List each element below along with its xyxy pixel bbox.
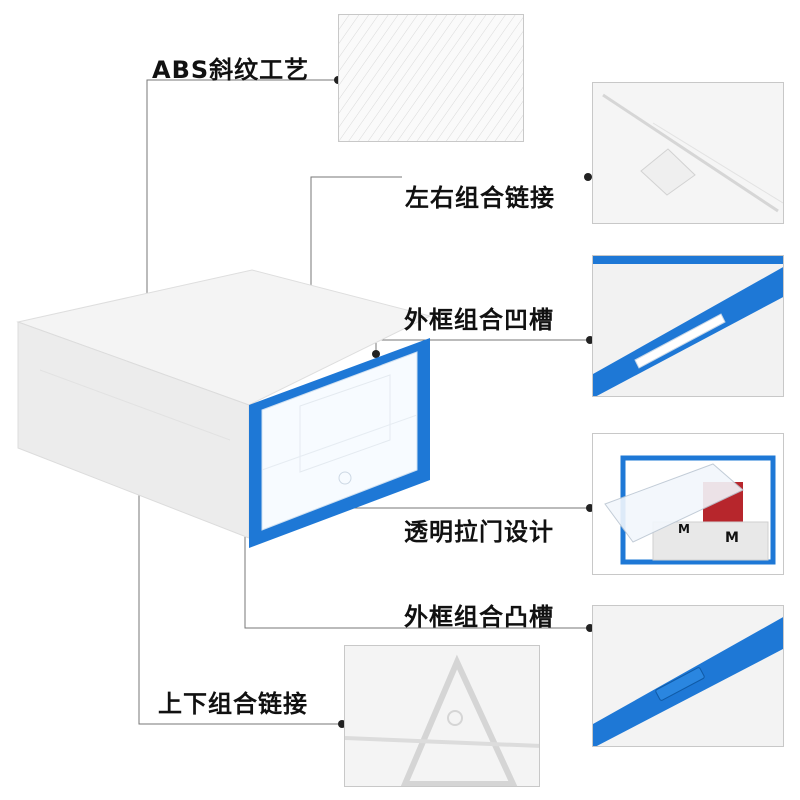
label-frame-tongue: 外框组合凸槽 bbox=[404, 603, 554, 631]
callout-dot bbox=[372, 350, 380, 358]
photo-frame-tongue bbox=[592, 605, 784, 747]
label-stack-link: 上下组合链接 bbox=[158, 690, 308, 718]
label-frame-groove: 外框组合凹槽 bbox=[404, 306, 554, 334]
callout-dot bbox=[584, 173, 592, 181]
callout-line-abs bbox=[146, 79, 338, 312]
box-clear-door bbox=[261, 351, 418, 531]
callout-line-stack-link bbox=[138, 408, 342, 725]
photo-mark-left: M bbox=[678, 522, 690, 536]
photo-stack-link bbox=[344, 645, 540, 787]
photo-mark-right: M bbox=[725, 530, 739, 546]
label-door-design: 透明拉门设计 bbox=[404, 518, 554, 546]
photo-abs-texture bbox=[338, 14, 524, 142]
label-side-link: 左右组合链接 bbox=[405, 184, 555, 212]
callout-line-frame-tongue bbox=[244, 516, 590, 629]
photo-door-design: M M bbox=[592, 433, 784, 575]
box-inner-divider bbox=[299, 374, 391, 473]
door-handle-icon bbox=[338, 471, 352, 485]
photo-frame-groove bbox=[592, 255, 784, 397]
callout-line-side-link bbox=[310, 176, 402, 305]
label-abs-texture: ABS斜纹工艺 bbox=[152, 56, 310, 84]
photo-side-link bbox=[592, 82, 784, 224]
